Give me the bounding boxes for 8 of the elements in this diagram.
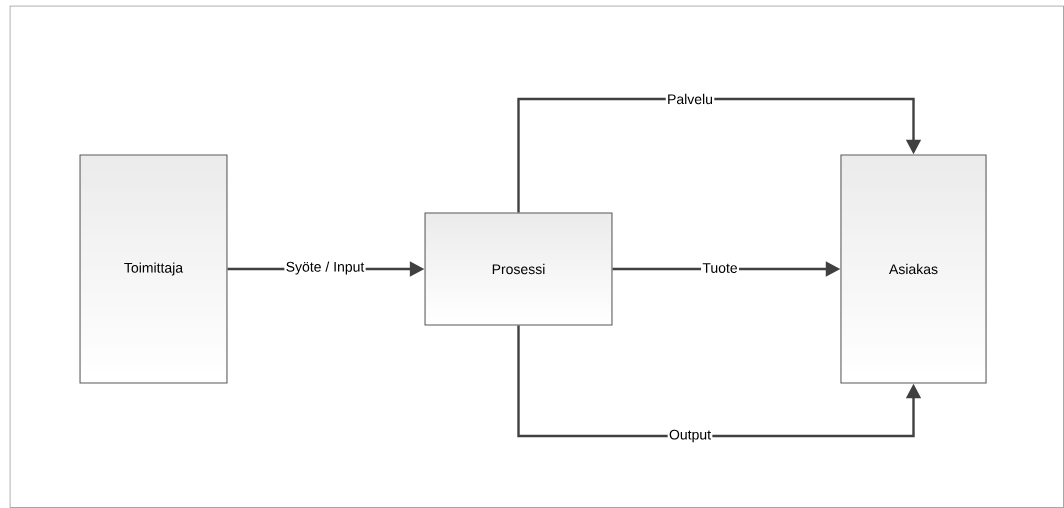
process-box: Prosessi: [424, 212, 613, 326]
edge-label: Palvelu: [665, 92, 715, 106]
arrow: [517, 97, 922, 213]
edge-label: Tuote: [701, 261, 739, 275]
process-box: Asiakas: [840, 154, 987, 384]
process-box: Toimittaja: [79, 154, 228, 384]
edge-label: Syöte / Input: [284, 260, 366, 276]
edge-label: Output: [667, 428, 713, 444]
